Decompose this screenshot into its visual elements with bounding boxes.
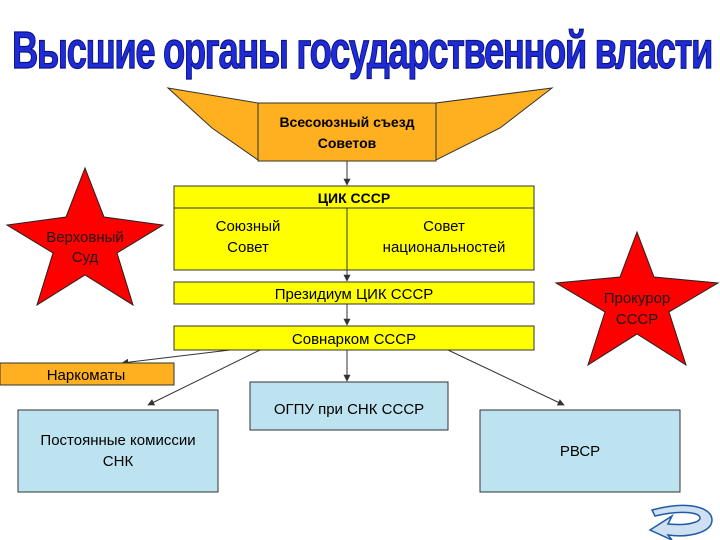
congress-label-line1: Всесоюзный съезд	[279, 114, 414, 130]
sovnarkom-label: Совнарком СССР	[292, 331, 416, 348]
supreme-court-star: Верховный Суд	[5, 166, 165, 307]
curved-arrow-icon[interactable]	[648, 504, 713, 540]
prosecutor-label-line2: СССР	[616, 311, 659, 328]
arrow-sovnarkom-commissions	[147, 349, 261, 406]
prosecutor-label-line1: Прокурор	[604, 290, 671, 307]
prosecutor-star: Прокурор СССР	[554, 230, 720, 367]
presidium-label: Президиум ЦИК СССР	[275, 286, 434, 303]
supreme-court-label-line2: Суд	[72, 249, 99, 266]
narkomaty-label: Наркоматы	[47, 367, 126, 384]
congress-node: Всесоюзный съезд Советов	[166, 87, 554, 162]
page-title: Высшие органы государственной власти	[12, 22, 712, 80]
narkomaty-node: Наркоматы	[0, 362, 175, 386]
arrow-sovnarkom-narkomaty	[121, 349, 231, 366]
union-council-line2: Совет	[227, 239, 269, 256]
nationalities-council-line1: Совет	[423, 218, 465, 235]
rvsr-node: РВСР	[479, 409, 681, 493]
presidium-node: Президиум ЦИК СССР	[173, 281, 535, 305]
cik-node: ЦИК СССР Союзный Совет Совет национально…	[173, 185, 535, 271]
rvsr-label: РВСР	[560, 443, 600, 460]
union-council-line1: Союзный	[216, 218, 281, 235]
nationalities-council-line2: национальностей	[383, 239, 506, 256]
commissions-label-line2: СНК	[103, 453, 134, 470]
sovnarkom-node: Совнарком СССР	[173, 325, 535, 351]
commissions-label-line1: Постоянные комиссии	[40, 432, 195, 449]
ogpu-label: ОГПУ при СНК СССР	[274, 401, 424, 418]
arrow-sovnarkom-rvsr	[447, 349, 565, 406]
ogpu-node: ОГПУ при СНК СССР	[249, 381, 449, 431]
commissions-node: Постоянные комиссии СНК	[17, 409, 219, 493]
congress-label-line2: Советов	[318, 135, 377, 151]
supreme-court-label-line1: Верховный	[46, 229, 124, 246]
cik-label: ЦИК СССР	[318, 190, 390, 206]
